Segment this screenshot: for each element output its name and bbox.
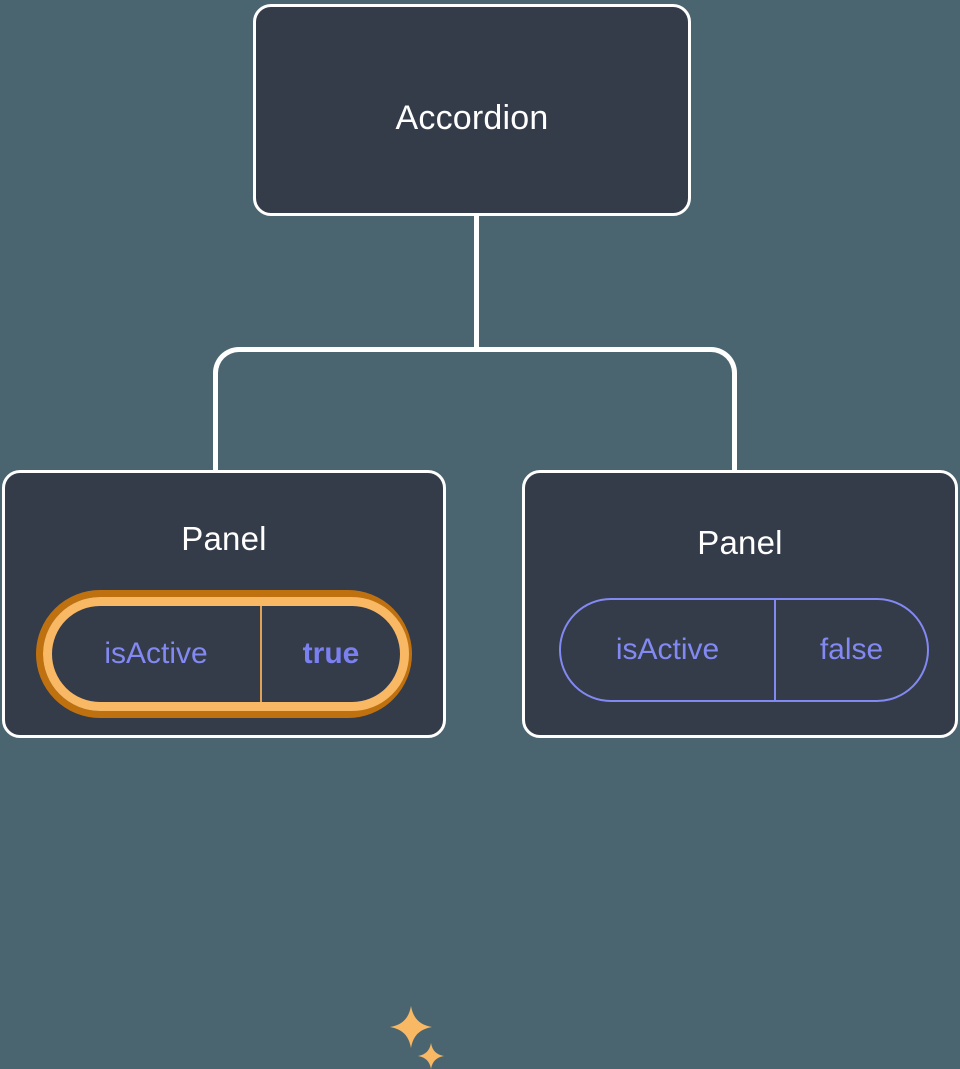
node-panel-right-label: Panel	[697, 524, 783, 561]
sparkle-icon	[390, 1006, 432, 1048]
node-accordion-label: Accordion	[395, 99, 549, 137]
prop-pill-inner: isActive true	[43, 597, 409, 711]
prop-pill-isactive-false[interactable]: isActive false	[559, 598, 929, 702]
node-panel-left[interactable]: Panel isActive true	[2, 470, 446, 1069]
prop-key-label: isActive	[615, 633, 720, 666]
prop-value-label: false	[774, 600, 927, 700]
node-panel-right[interactable]: Panel isActive false	[522, 470, 958, 738]
connector-branch-bar	[213, 347, 737, 473]
sparkle-icon	[418, 1043, 444, 1069]
prop-pill-isactive-true[interactable]: isActive true	[36, 590, 412, 718]
node-panel-left-label: Panel	[181, 520, 267, 557]
diagram-canvas: Accordion Panel isActive true Panel isAc…	[2, 4, 958, 1069]
node-accordion[interactable]: Accordion	[253, 4, 691, 216]
connector-root-stem	[474, 211, 479, 351]
prop-value-label: true	[260, 606, 400, 702]
prop-key-label: isActive	[104, 637, 208, 670]
